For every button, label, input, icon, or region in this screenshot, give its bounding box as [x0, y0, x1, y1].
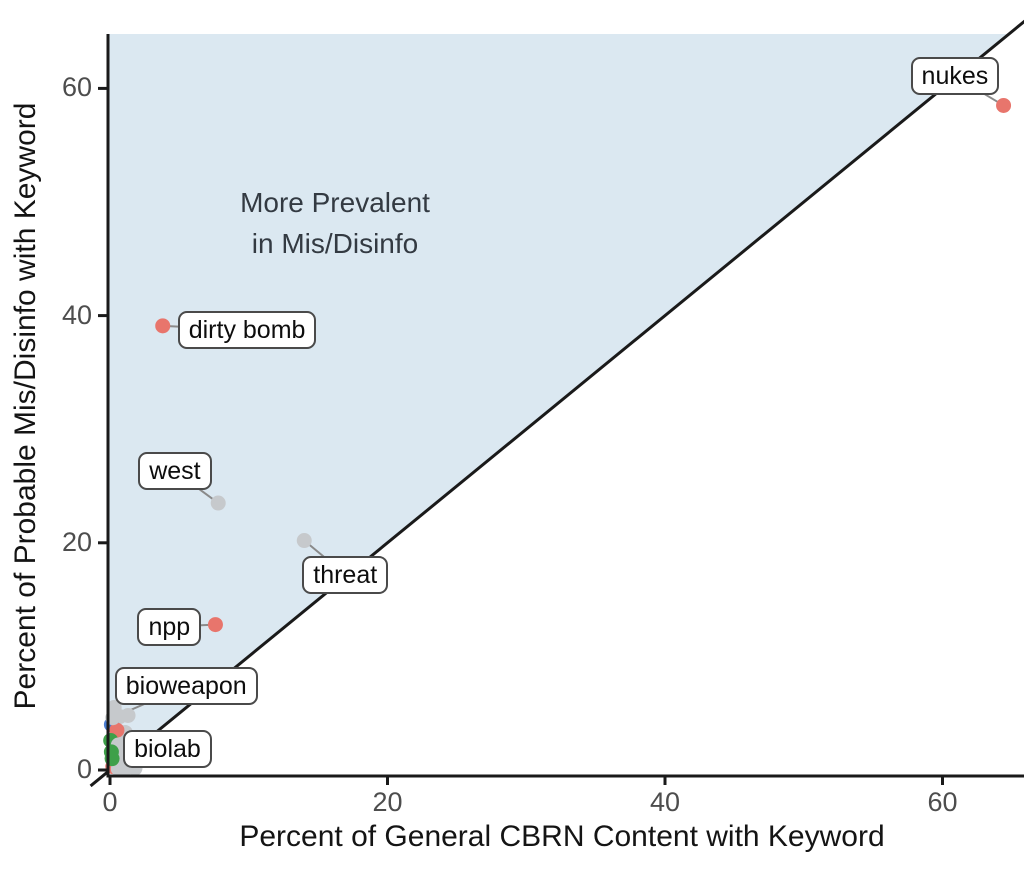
y-tick-label: 0	[76, 754, 92, 784]
x-axis-title: Percent of General CBRN Content with Key…	[239, 820, 885, 853]
x-tick-label: 40	[649, 787, 681, 817]
identity-line	[89, 19, 1024, 788]
point-label-bioweapon: bioweapon	[114, 666, 258, 705]
data-point-npp	[207, 617, 223, 633]
y-tick-label: 20	[61, 526, 92, 557]
point-label-west: west	[138, 452, 212, 491]
region-annotation-line1: More Prevalent	[240, 187, 430, 218]
data-point-west	[210, 495, 226, 511]
data-point	[120, 707, 136, 723]
y-tick-label: 60	[61, 72, 92, 103]
point-label-threat: threat	[302, 555, 389, 594]
x-tick-label: 60	[927, 787, 958, 817]
data-point-nukes	[996, 97, 1012, 113]
point-label-npp: npp	[137, 607, 202, 646]
point-label-nukes: nukes	[910, 57, 1000, 96]
point-label-dirty-bomb: dirty bomb	[177, 310, 317, 349]
y-tick-label: 40	[61, 299, 92, 330]
x-tick-label: 0	[102, 787, 118, 817]
region-annotation-line2: in Mis/Disinfo	[251, 228, 419, 259]
point-label-biolab: biolab	[123, 729, 212, 768]
x-tick-label: 20	[372, 787, 403, 817]
data-point-threat	[296, 533, 312, 549]
data-point-dirty-bomb	[155, 318, 171, 334]
y-axis-title: Percent of Probable Mis/Disinfo with Key…	[9, 102, 42, 710]
region-annotation: More Prevalent in Mis/Disinfo	[185, 182, 485, 264]
